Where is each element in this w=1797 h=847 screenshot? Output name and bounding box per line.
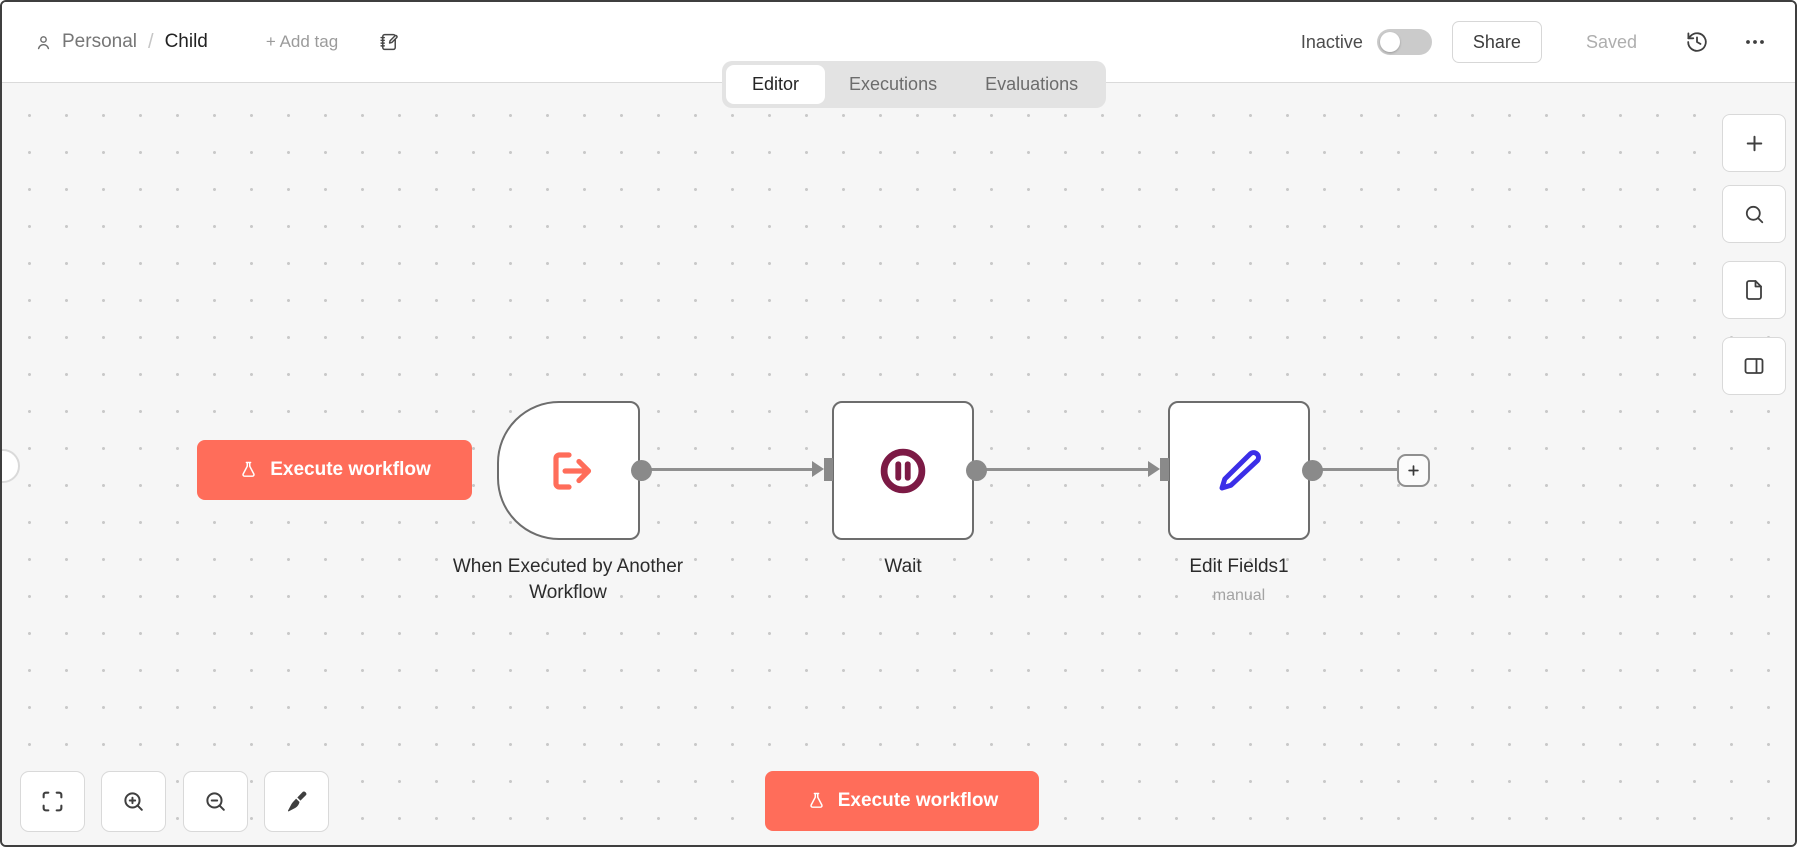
toggle-knob <box>1379 32 1400 52</box>
share-button[interactable]: Share <box>1451 21 1542 63</box>
execute-workflow-label: Execute workflow <box>837 790 999 811</box>
zoom-out-icon <box>206 792 225 811</box>
plus-icon <box>1746 135 1762 151</box>
pen-icon <box>1219 449 1261 490</box>
node-label-wait: Wait <box>884 556 922 577</box>
connection-set-to-add <box>1321 468 1399 471</box>
header-actions: Inactive Share Saved <box>1301 21 1795 63</box>
add-tag-button[interactable]: + Add tag <box>265 32 339 51</box>
zoom-out-button[interactable] <box>183 771 248 832</box>
zoom-in-button[interactable] <box>101 771 166 832</box>
node-subtitle-set: manual <box>1212 587 1266 604</box>
ellipsis-menu-icon[interactable] <box>1743 30 1767 54</box>
broom-icon <box>287 791 307 812</box>
plus-icon <box>1408 465 1419 476</box>
input-port-wait <box>824 458 833 481</box>
search-icon <box>1745 205 1764 224</box>
search-button[interactable] <box>1722 185 1786 243</box>
tab-executions[interactable]: Executions <box>849 74 938 94</box>
zoom-in-icon <box>124 792 143 811</box>
tab-evaluations[interactable]: Evaluations <box>985 74 1079 94</box>
workflow-input-arrow-icon <box>552 451 591 490</box>
execute-workflow-button-bottom[interactable]: Execute workflow <box>765 771 1039 831</box>
connection-wait-to-set <box>985 468 1148 471</box>
save-status-badge: Saved <box>1585 31 1637 52</box>
tidy-up-button[interactable] <box>264 771 329 832</box>
workflow-status-label: Inactive <box>1300 31 1363 52</box>
tab-editor[interactable]: Editor <box>726 65 826 104</box>
node-wait[interactable] <box>832 401 974 540</box>
open-nodes-panel-button[interactable] <box>1722 114 1786 172</box>
execute-workflow-label: Execute workflow <box>270 459 431 480</box>
notebook-pen-icon[interactable] <box>378 31 400 53</box>
user-icon <box>34 33 53 52</box>
view-tabs: Editor Executions Evaluations <box>722 61 1107 108</box>
node-edit-fields[interactable] <box>1168 401 1310 540</box>
top-bar: Personal / Child + Add tag Inactive Shar… <box>2 2 1795 83</box>
node-label-trigger: When Executed by Another Workflow <box>452 556 684 603</box>
breadcrumb-project[interactable]: Personal <box>62 31 137 52</box>
output-port-set[interactable] <box>1302 460 1323 481</box>
add-node-button[interactable] <box>1397 454 1430 487</box>
output-port-trigger[interactable] <box>631 460 652 481</box>
input-arrow-set <box>1148 461 1160 477</box>
zoom-to-fit-button[interactable] <box>20 771 85 832</box>
breadcrumb: Personal / Child + Add tag <box>2 31 400 54</box>
workflow-title[interactable]: Child <box>164 31 208 52</box>
toggle-panel-button[interactable] <box>1722 337 1786 395</box>
node-label-set: Edit Fields1 <box>1189 556 1289 577</box>
pause-circle-icon <box>880 448 926 493</box>
fit-view-icon <box>42 791 63 812</box>
sticky-note-button[interactable] <box>1722 261 1786 319</box>
panel-layout-icon <box>1744 358 1764 374</box>
flask-icon <box>810 792 823 808</box>
history-icon[interactable] <box>1685 30 1709 54</box>
active-toggle[interactable] <box>1376 29 1432 55</box>
node-execute-workflow-trigger[interactable] <box>497 401 640 540</box>
connection-trigger-to-wait <box>650 468 812 471</box>
execute-workflow-button-canvas[interactable]: Execute workflow <box>197 440 472 500</box>
breadcrumb-separator: / <box>148 30 154 53</box>
input-arrow-wait <box>812 461 824 477</box>
file-icon <box>1746 280 1762 300</box>
flask-icon <box>242 461 255 477</box>
output-port-wait[interactable] <box>966 460 987 481</box>
input-port-set <box>1160 458 1169 481</box>
